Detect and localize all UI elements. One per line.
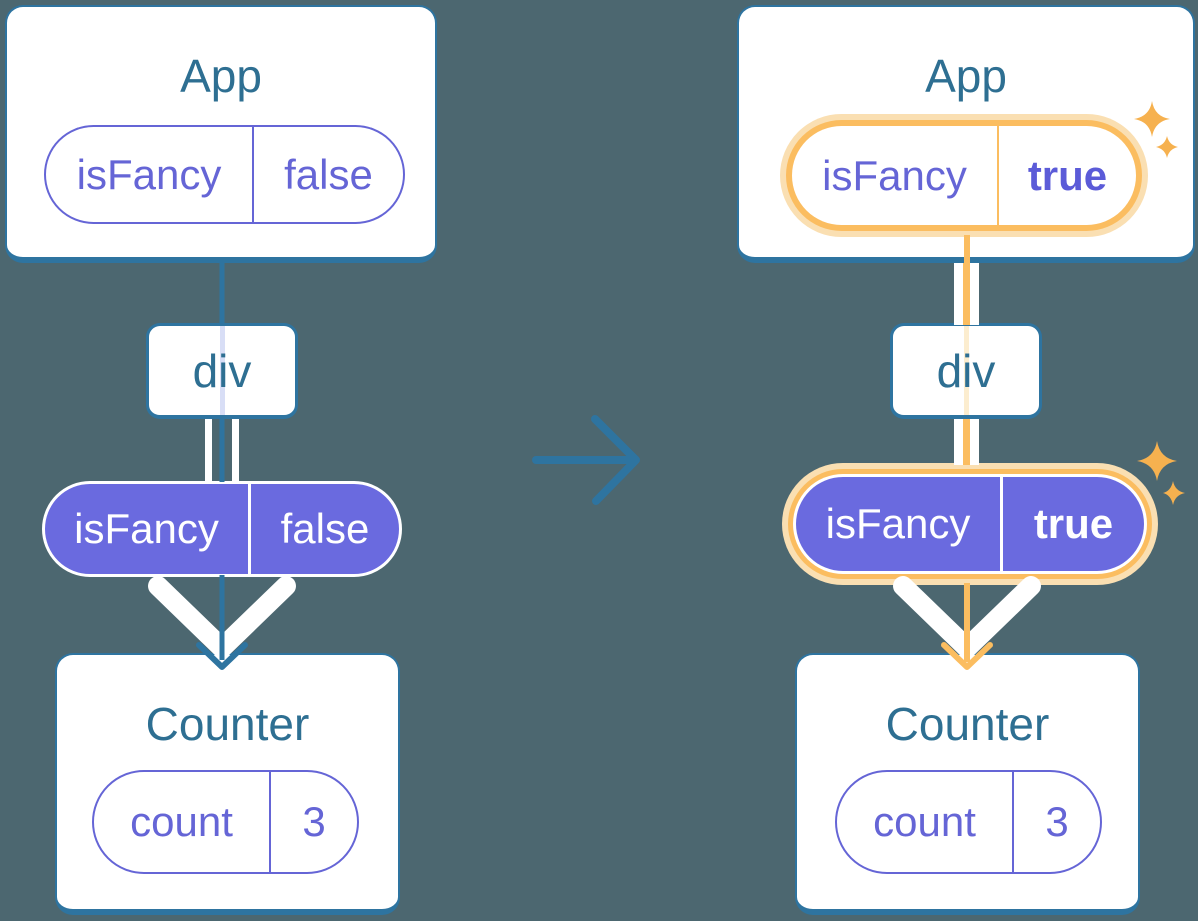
prop-line-through-div: [963, 326, 969, 415]
div-box: div: [146, 323, 298, 419]
counter-card-title: Counter: [885, 698, 1050, 750]
app-card-title: App: [180, 50, 262, 102]
prop-line: [219, 261, 225, 325]
prop-value: true: [1027, 151, 1108, 199]
state-label: count: [837, 772, 1014, 872]
state-value: 3: [302, 798, 326, 845]
counter-card: Counter count 3: [795, 653, 1140, 915]
orange-ring: isFancy true: [788, 469, 1152, 579]
transition-arrow-icon: [532, 415, 640, 505]
prop-stripes: [954, 263, 979, 325]
prop-line: [219, 575, 225, 660]
prop-stripes: [205, 419, 239, 482]
white-chevron-arrow-icon: [148, 576, 296, 658]
prop-label: isFancy: [45, 484, 251, 574]
app-card: App isFancy false: [5, 5, 437, 263]
div-box-title: div: [936, 344, 996, 397]
orange-ring: isFancy true: [786, 120, 1142, 231]
highlighted-passed-prop-pill: isFancy true: [782, 463, 1158, 585]
prop-value: true: [1033, 500, 1114, 547]
count-state-pill: count 3: [835, 770, 1102, 874]
prop-line: [964, 583, 970, 662]
prop-label: isFancy: [796, 477, 1003, 571]
count-state-pill: count 3: [92, 770, 359, 874]
prop-value: false: [280, 505, 370, 552]
div-box-title: div: [192, 344, 252, 397]
counter-card-title: Counter: [145, 698, 310, 750]
prop-stripes: [954, 419, 979, 465]
sparkle-icon: [1137, 441, 1177, 481]
sparkle-icon: [1163, 481, 1185, 505]
prop-line-through-div: [219, 326, 225, 415]
prop-value: false: [284, 150, 373, 198]
app-prop-pill: isFancy false: [44, 125, 405, 224]
state-label: count: [94, 772, 271, 872]
highlighted-app-prop-pill: isFancy true: [780, 114, 1148, 237]
white-chevron-arrow-icon: [893, 576, 1041, 658]
app-card-title: App: [925, 50, 1007, 102]
prop-label: isFancy: [792, 126, 999, 225]
passed-prop-pill: isFancy false: [42, 481, 402, 577]
prop-label: isFancy: [46, 127, 254, 222]
div-box: div: [890, 323, 1042, 419]
state-value: 3: [1045, 798, 1069, 845]
counter-card: Counter count 3: [55, 653, 400, 915]
